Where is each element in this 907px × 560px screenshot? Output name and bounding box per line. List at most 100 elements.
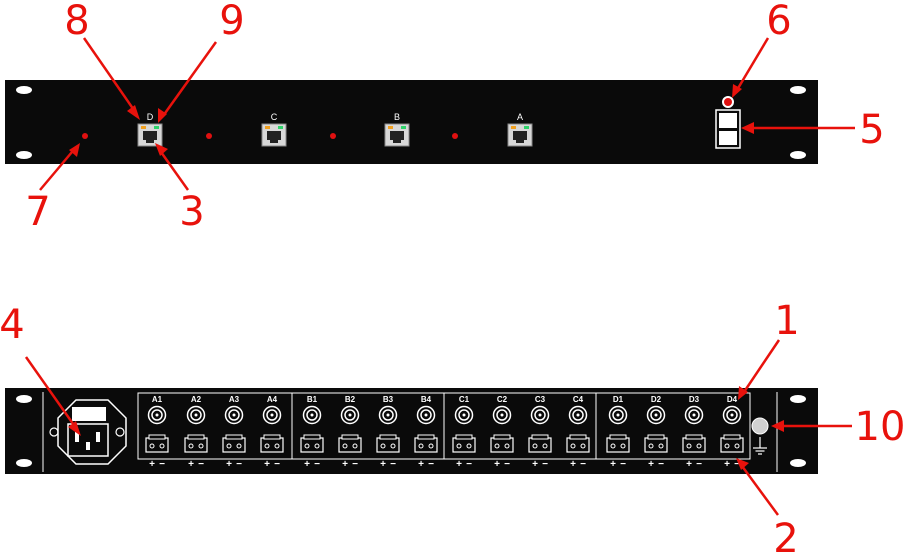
callouts (24, 37, 855, 516)
polarity-plus-label: + (494, 459, 500, 470)
terminal-block[interactable] (376, 434, 400, 453)
rj45-port-b[interactable] (384, 123, 410, 147)
leader-line-3 (159, 151, 190, 191)
terminal-block[interactable] (414, 434, 438, 453)
bnc-connector[interactable] (454, 405, 474, 425)
terminal-block[interactable] (528, 434, 552, 453)
bnc-connector[interactable] (684, 405, 704, 425)
bnc-label: B3 (383, 395, 394, 404)
terminal-block[interactable] (145, 434, 169, 453)
bnc-connector[interactable] (378, 405, 398, 425)
rear-panel: A1+−A2+−A3+−A4+−B1+−B2+−B3+−B4+−C1+−C2+−… (5, 388, 818, 474)
bnc-connector[interactable] (646, 405, 666, 425)
polarity-minus-label: − (314, 459, 320, 470)
polarity-minus-label: − (159, 459, 165, 470)
polarity-minus-label: − (428, 459, 434, 470)
bnc-connector[interactable] (340, 405, 360, 425)
bnc-connector[interactable] (492, 405, 512, 425)
bnc-label: A2 (191, 395, 202, 404)
bnc-connector[interactable] (568, 405, 588, 425)
callout-number-9: 9 (219, 0, 244, 44)
bnc-connector[interactable] (147, 405, 167, 425)
bnc-label: B2 (345, 395, 356, 404)
bnc-connector[interactable] (722, 405, 742, 425)
polarity-minus-label: − (658, 459, 664, 470)
fuse-holder[interactable] (72, 407, 106, 421)
bnc-connector[interactable] (416, 405, 436, 425)
bnc-connector[interactable] (224, 405, 244, 425)
terminal-block[interactable] (566, 434, 590, 453)
polarity-plus-label: + (532, 459, 538, 470)
polarity-plus-label: + (342, 459, 348, 470)
leader-arrow-4 (68, 421, 81, 436)
port-label-c: C (271, 112, 278, 122)
bnc-label: C2 (497, 395, 508, 404)
bnc-label: D1 (613, 395, 624, 404)
front-rack-hole-br (790, 151, 806, 159)
terminal-block[interactable] (720, 434, 744, 453)
callout-number-1: 1 (774, 298, 799, 344)
leader-arrow-9 (158, 108, 167, 123)
polarity-plus-label: + (610, 459, 616, 470)
polarity-minus-label: − (734, 459, 740, 470)
front-panel-body (5, 80, 818, 164)
rear-panel-body (5, 388, 818, 474)
power-switch[interactable] (715, 109, 741, 149)
leader-line-7 (39, 151, 73, 191)
polarity-minus-label: − (620, 459, 626, 470)
polarity-plus-label: + (264, 459, 270, 470)
bnc-label: D4 (727, 395, 738, 404)
polarity-minus-label: − (236, 459, 242, 470)
leader-line-8 (82, 37, 138, 114)
polarity-minus-label: − (580, 459, 586, 470)
port-label-a: A (517, 112, 523, 122)
bnc-connector[interactable] (608, 405, 628, 425)
callout-number-4: 4 (0, 302, 25, 348)
bnc-label: A3 (229, 395, 240, 404)
terminal-block[interactable] (490, 434, 514, 453)
callout-number-5: 5 (859, 107, 884, 153)
terminal-block[interactable] (644, 434, 668, 453)
rear-channels: A1+−A2+−A3+−A4+−B1+−B2+−B3+−B4+−C1+−C2+−… (145, 395, 744, 470)
terminal-block[interactable] (300, 434, 324, 453)
rj45-port-c[interactable] (261, 123, 287, 147)
bnc-label: D3 (689, 395, 700, 404)
polarity-plus-label: + (418, 459, 424, 470)
front-rack-hole-tl (16, 86, 32, 94)
bnc-label: C4 (573, 395, 584, 404)
rj45-port-d[interactable] (137, 123, 163, 147)
terminal-block[interactable] (222, 434, 246, 453)
polarity-minus-label: − (696, 459, 702, 470)
rear-rack-hole-bl (16, 459, 32, 467)
rear-rack-hole-tr (790, 395, 806, 403)
bnc-label: A4 (267, 395, 278, 404)
bnc-connector[interactable] (262, 405, 282, 425)
terminal-block[interactable] (184, 434, 208, 453)
leader-arrow-3 (155, 143, 168, 156)
bnc-connector[interactable] (302, 405, 322, 425)
leader-line-9 (161, 41, 218, 117)
terminal-block[interactable] (606, 434, 630, 453)
polarity-minus-label: − (274, 459, 280, 470)
callout-number-6: 6 (766, 0, 791, 44)
rj45-port-a[interactable] (507, 123, 533, 147)
terminal-block[interactable] (260, 434, 284, 453)
callout-number-2: 2 (773, 516, 798, 560)
ground-terminal[interactable] (751, 417, 769, 455)
bnc-connector[interactable] (530, 405, 550, 425)
terminal-block[interactable] (452, 434, 476, 453)
leader-arrow-5 (741, 122, 754, 134)
bnc-connector[interactable] (186, 405, 206, 425)
leader-line-1 (742, 339, 781, 393)
callout-number-3: 3 (179, 189, 204, 235)
leader-arrow-2 (736, 458, 749, 470)
terminal-block[interactable] (338, 434, 362, 453)
power-inlet[interactable] (49, 399, 127, 465)
terminal-block[interactable] (682, 434, 706, 453)
polarity-plus-label: + (188, 459, 194, 470)
bnc-label: C1 (459, 395, 470, 404)
bnc-label: B4 (421, 395, 432, 404)
bnc-label: A1 (152, 395, 163, 404)
polarity-minus-label: − (466, 459, 472, 470)
